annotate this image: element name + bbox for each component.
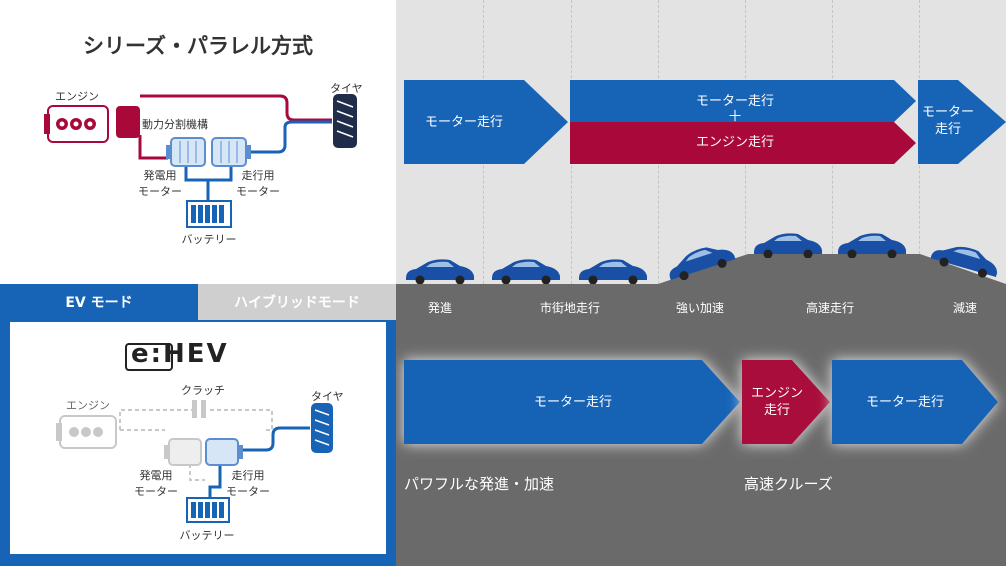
arrow-label-engine: エンジン走行 <box>695 135 774 150</box>
arrow-motor-3 <box>918 80 1006 164</box>
car-icon <box>838 233 906 258</box>
ehev-drive-motor-label: 走行用モーター <box>226 469 270 498</box>
caption-highway-cruise: 高速クルーズ <box>744 475 833 493</box>
arrow-label-motor-2: モーター走行 <box>695 94 774 109</box>
power-split-label: 動力分割機構 <box>142 118 208 131</box>
scene-start: 発進 <box>427 301 452 315</box>
generator-motor-icon <box>166 137 206 167</box>
scene-highway: 高速走行 <box>805 301 854 315</box>
caption-powerful-start: パワフルな発進・加速 <box>404 475 555 493</box>
bottom-arrow-motor-1 <box>404 360 740 444</box>
ehev-drive-motor-icon <box>205 438 243 466</box>
ehev-logo: e:HEV <box>125 339 267 371</box>
ehev-generator-icon <box>164 438 202 466</box>
ehev-tire-icon <box>311 403 333 453</box>
car-icon <box>492 259 560 284</box>
ehev-battery-label: バッテリー <box>179 529 235 542</box>
car-icon <box>930 246 998 278</box>
ehev-tire-label: タイヤ <box>311 390 344 403</box>
drive-motor-label: 走行用モーター <box>236 169 280 198</box>
engine-icon <box>44 105 109 143</box>
scene-strong-accel: 強い加速 <box>675 301 724 315</box>
battery-label: バッテリー <box>181 233 237 246</box>
arrow-engine <box>570 122 916 164</box>
bottom-arrow-label-engine: エンジン走行 <box>750 386 803 418</box>
ehev-engine-icon <box>56 415 117 449</box>
power-split-device-icon <box>116 106 140 138</box>
battery-icon <box>186 200 232 228</box>
ehev-battery-icon <box>186 497 230 523</box>
series-parallel-diagram <box>138 94 332 200</box>
clutch-label: クラッチ <box>181 384 225 397</box>
arrow-motor-1 <box>404 80 568 164</box>
tab-ev-mode[interactable]: EV モード <box>0 284 198 320</box>
ehev-diagram <box>119 409 310 497</box>
scene-decel: 減速 <box>952 301 977 315</box>
bottom-arrow-label-motor-2: モーター走行 <box>865 395 944 410</box>
tab-hybrid-mode[interactable]: ハイブリッドモード <box>198 284 396 320</box>
car-icon <box>579 259 647 284</box>
series-parallel-title: シリーズ・パラレル方式 <box>83 34 313 58</box>
road-profile <box>396 254 1006 290</box>
bottom-arrow-label-motor-1: モーター走行 <box>533 395 612 410</box>
engine-label: エンジン <box>55 90 99 103</box>
tire-icon <box>333 94 357 148</box>
bottom-arrows <box>404 360 998 444</box>
tire-label: タイヤ <box>330 82 363 95</box>
drive-motor-icon <box>211 137 251 167</box>
arrow-motor-2 <box>570 80 916 122</box>
generator-label: 発電用モーター <box>138 169 182 198</box>
bottom-arrow-engine <box>742 360 830 444</box>
ehev-generator-label: 発電用モーター <box>134 469 178 498</box>
car-icon <box>669 247 736 280</box>
top-arrows <box>404 80 1006 164</box>
bottom-arrow-motor-2 <box>832 360 998 444</box>
clutch-icon <box>192 400 197 418</box>
arrow-label-motor-1: モーター走行 <box>424 115 503 130</box>
car-icon <box>406 259 474 284</box>
arrow-label-motor-3: モーター走行 <box>921 105 974 137</box>
ehev-engine-label: エンジン <box>66 399 110 412</box>
car-icon <box>754 233 822 258</box>
scene-city: 市街地走行 <box>539 301 600 315</box>
plus-sign: ＋ <box>727 107 743 125</box>
